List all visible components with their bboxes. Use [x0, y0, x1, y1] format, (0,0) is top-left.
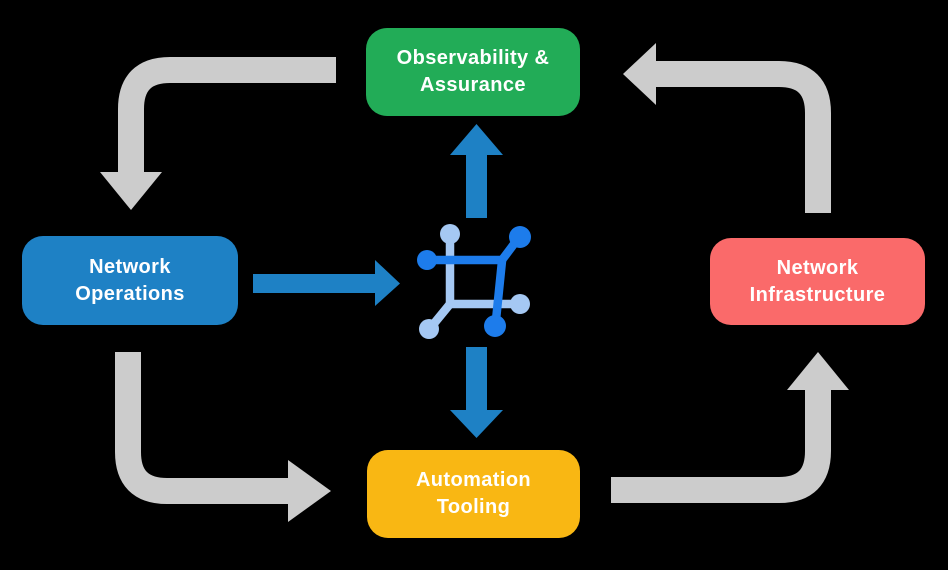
arrow-shaft [656, 61, 831, 213]
node-label-line: Automation [415, 469, 532, 491]
arrow-center-to-observability [450, 124, 503, 218]
node-automation-tooling: Automation Tooling [367, 450, 580, 538]
node-label-line: Observability & [396, 47, 550, 69]
arrow-shaft [611, 389, 831, 503]
arrow-automation-to-infrastructure [611, 352, 849, 503]
node-network-operations: Network Operations [22, 236, 238, 325]
arrow-head-down-icon [100, 172, 162, 210]
arrow-observability-to-operations [100, 57, 336, 210]
icon-dark-left-dot [417, 250, 437, 270]
node-label-line: Network [776, 256, 859, 279]
arrow-operations-to-automation [115, 352, 331, 522]
arrow-operations-to-center [253, 260, 400, 306]
arrow-head-right-icon [288, 460, 331, 522]
node-label-line: Infrastructure [749, 283, 886, 306]
node-label-line: Network [89, 255, 171, 278]
arrow-infrastructure-to-observability [623, 43, 831, 213]
icon-light-top-dot [440, 224, 460, 244]
icon-dark-right-line [491, 256, 507, 325]
icon-light-right-dot [510, 294, 530, 314]
node-label-line: Assurance [420, 74, 526, 96]
arrow-head-up-icon [787, 352, 849, 390]
arrow-center-to-automation [450, 347, 503, 438]
icon-dark-bottom-dot [484, 315, 506, 337]
node-network-infrastructure: Network Infrastructure [710, 238, 925, 325]
node-label-line: Tooling [436, 496, 511, 518]
arrow-shaft [118, 57, 336, 173]
node-observability-assurance: Observability & Assurance [366, 28, 580, 116]
icon-dark-topright-dot [509, 226, 531, 248]
arrow-head-left-icon [623, 43, 656, 105]
icon-light-bottomleft-dot [419, 319, 439, 339]
arrow-shaft [115, 352, 288, 504]
network-nodes-icon [417, 224, 531, 339]
node-label-line: Operations [75, 282, 185, 305]
